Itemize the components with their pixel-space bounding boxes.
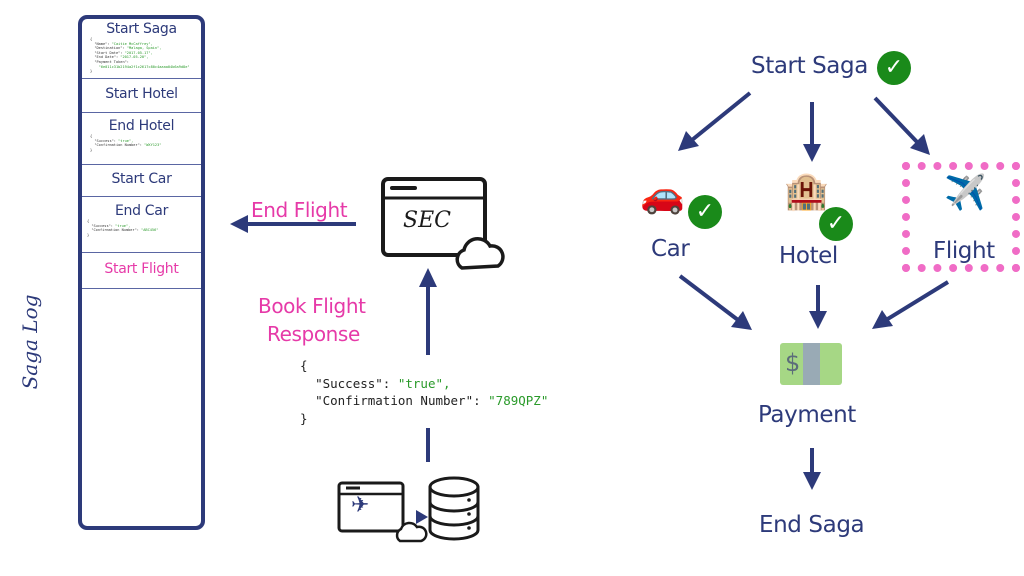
arrow-hotel-to-payment [809, 285, 827, 329]
hotel-check-icon: ✓ [819, 207, 853, 241]
start-saga-check-icon: ✓ [877, 51, 911, 85]
arrow-start-to-flight [873, 96, 930, 155]
sec-label: SEC [403, 208, 451, 233]
db-arrow [416, 510, 428, 524]
log-entry-title: Start Car [111, 171, 172, 187]
arrow-payment-to-end [803, 448, 821, 490]
book-flight-response-json: { "Success": "true", "Confirmation Numbe… [300, 358, 549, 426]
book-flight-response-label-line2: Response [267, 322, 360, 346]
flight-highlight-box [902, 162, 1020, 272]
log-entry-title: Start Saga [106, 21, 177, 37]
log-entry-start-car: Start Car [82, 165, 201, 197]
airplane-icon: ✈ [351, 493, 370, 518]
arrow-car-to-payment [678, 274, 752, 330]
log-entry-json: { "Success": "true", "Confirmation Numbe… [87, 219, 159, 237]
flow-hotel-label: Hotel [779, 243, 838, 269]
log-entry-title: Start Hotel [105, 86, 178, 102]
log-entry-start-saga: Start Saga { "Name": "Caitie McCaffrey",… [82, 19, 201, 79]
flow-car-label: Car [651, 236, 690, 262]
payment-money-icon [780, 343, 842, 385]
flow-end-saga-label: End Saga [759, 512, 865, 538]
arrow-start-to-hotel [803, 102, 821, 162]
end-flight-label: End Flight [251, 198, 348, 222]
flight-service-window-icon [337, 481, 428, 543]
arrow-flight-to-payment [872, 280, 950, 329]
log-entry-title: End Car [114, 203, 169, 219]
flight-icon: ✈️ [944, 173, 987, 213]
arrow-start-to-car [678, 91, 752, 151]
log-entry-title: End Hotel [108, 118, 175, 134]
hotel-icon: 🏨 [784, 171, 829, 212]
log-entry-end-car: End Car { "Success": "true", "Confirmati… [82, 197, 201, 253]
car-check-icon: ✓ [688, 195, 722, 229]
saga-log-panel: Start Saga { "Name": "Caitie McCaffrey",… [78, 15, 205, 530]
car-icon: 🚗 [640, 175, 685, 216]
sec-window-icon [381, 177, 487, 257]
log-entry-end-hotel: End Hotel { "Success": "true", "Confirma… [82, 113, 201, 165]
log-entry-title: Start Flight [104, 261, 179, 277]
response-arrow-up [419, 268, 437, 355]
log-entry-start-flight: Start Flight [82, 253, 201, 289]
end-flight-arrow [230, 215, 356, 233]
dollar-sign-icon: $ [785, 349, 801, 377]
log-entry-json: { "Name": "Caitie McCaffrey", "Destinati… [90, 37, 190, 74]
cloud-icon [455, 237, 505, 270]
flow-arrows [678, 91, 950, 490]
flow-flight-label: Flight [933, 238, 995, 264]
database-icon [428, 476, 480, 541]
log-entry-start-hotel: Start Hotel [82, 79, 201, 113]
book-flight-response-label-line1: Book Flight [258, 294, 366, 318]
log-entry-json: { "Success": "true", "Confirmation Numbe… [90, 134, 162, 152]
flow-start-saga-label: Start Saga [751, 53, 868, 79]
flow-payment-label: Payment [758, 402, 856, 428]
